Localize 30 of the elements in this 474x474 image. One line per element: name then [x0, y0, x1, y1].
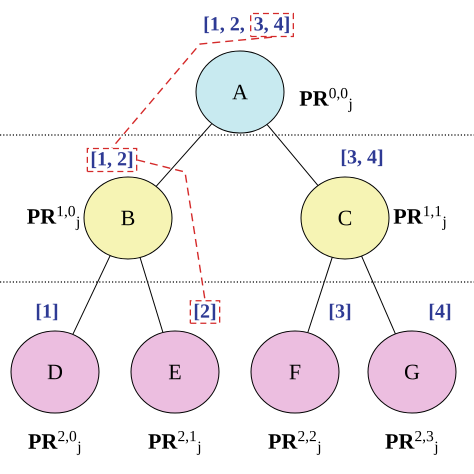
tree-edge	[72, 255, 110, 335]
node-label: PR$^{1,1}$j	[394, 206, 446, 230]
tree-edge	[156, 123, 212, 187]
dashed-box: [2]	[190, 300, 220, 324]
circle-node: A	[196, 50, 284, 134]
circle-node: F	[250, 330, 340, 414]
node-label: PR$^{2,2}$j	[268, 430, 320, 456]
index-list: [1, 2,	[204, 16, 244, 34]
node-label: PR$^{0,0}$j	[300, 88, 352, 112]
index-list: [3, 4]	[342, 150, 382, 166]
node-label: PR$^{2,3}$j	[385, 430, 438, 456]
circle-node: D	[10, 330, 100, 414]
circle-node: B	[84, 176, 172, 260]
tree-edge	[140, 257, 164, 333]
dashed-connector	[137, 159, 206, 300]
tree-edge	[361, 256, 396, 334]
index-list: [4]	[430, 304, 450, 320]
index-list: [3]	[330, 304, 350, 320]
node-label: PR$^{1,0}$j	[27, 206, 79, 230]
dashed-box: [1, 2]	[86, 148, 138, 172]
node-label: PR$^{2,1}$j	[148, 430, 200, 456]
circle-node: G	[368, 330, 456, 414]
circle-node: C	[300, 176, 390, 260]
dashed-connector	[111, 36, 272, 148]
node-label: PR$^{2,0}$j	[28, 430, 80, 456]
tree-edge	[266, 124, 318, 186]
tree-edge	[307, 257, 333, 333]
dashed-box: 3, 4]	[250, 12, 294, 38]
circle-node: E	[130, 330, 220, 414]
index-list: [1]	[36, 304, 58, 320]
